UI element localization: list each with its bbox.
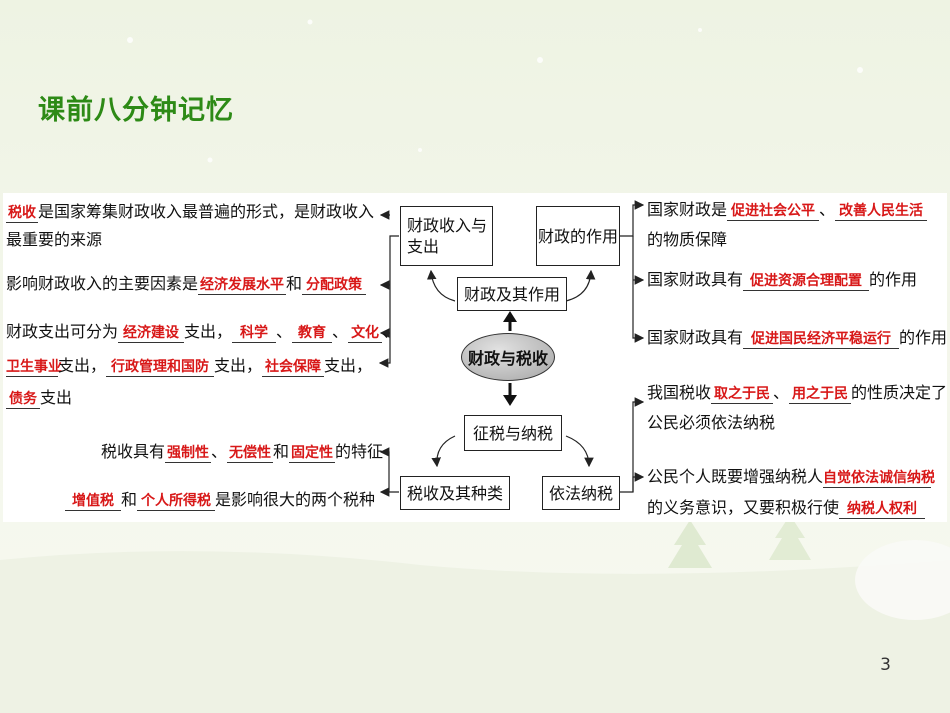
right-line-8: 的义务意识，又要积极行使纳税人权利 [647, 498, 926, 519]
slide-title: 课前八分钟记忆 [38, 95, 234, 126]
box-lawful-tax: 依法纳税 [542, 476, 620, 510]
blank-free: 无偿性 [227, 445, 274, 463]
left-line-6-text: 支出 [40, 388, 73, 407]
left-line-4: 财政支出可分为经济建设支出，科学、教育、文化、 [6, 322, 398, 343]
blank-from-people: 取之于民 [711, 385, 774, 404]
blank-resource-allocation: 促进资源合理配置 [743, 272, 870, 291]
left-line-5-t1: 支出， [58, 356, 107, 375]
right-line-4-text: 国家财政具有 [647, 328, 744, 347]
box-revenue-expenditure: 财政收入与支出 [400, 206, 493, 266]
left-line-8-t2: 是影响很大的两个税种 [215, 490, 376, 509]
right-line-6: 公民必须依法纳税 [647, 413, 776, 432]
blank-education: 教育 [292, 324, 333, 343]
left-line-2: 最重要的来源 [6, 230, 103, 249]
blank-stable-economy: 促进国民经济平稳运行 [743, 330, 900, 349]
box-finance-role: 财政的作用 [536, 206, 620, 266]
box-tax-collection: 征税与纳税 [464, 415, 562, 451]
right-line-7: 公民个人既要增强纳税人自觉依法诚信纳税 [647, 467, 936, 488]
blank-health: 卫生事业 [6, 359, 62, 377]
blank-honest-tax: 自觉依法诚信纳税 [823, 470, 936, 488]
blank-income-tax: 个人所得税 [137, 492, 216, 511]
blank-science: 科学 [232, 324, 277, 343]
right-line-4: 国家财政具有促进国民经济平稳运行的作用 [647, 328, 947, 349]
blank-admin-defense: 行政管理和国防 [106, 358, 215, 377]
left-line-5-t3: 支出， [324, 356, 373, 375]
right-line-5-post: 的性质决定了 [851, 383, 948, 402]
right-line-3-text: 国家财政具有 [647, 270, 744, 289]
left-line-4-t3: 、 [332, 322, 349, 341]
left-line-4-t1: 支出， [184, 322, 233, 341]
left-line-1-text: 是国家筹集财政收入最普遍的形式，是财政收入 [38, 202, 375, 221]
blank-debt: 债务 [6, 390, 40, 409]
left-line-3: 影响财政收入的主要因素是经济发展水平和分配政策 [6, 274, 367, 295]
right-line-5: 我国税收取之于民、用之于民的性质决定了 [647, 383, 947, 404]
right-line-4-post: 的作用 [899, 328, 948, 347]
blank-econ-construction: 经济建设 [118, 324, 185, 343]
blank-taxpayer-rights: 纳税人权利 [839, 500, 926, 519]
left-line-3-text: 影响财政收入的主要因素是 [6, 274, 199, 293]
connector-lines [378, 200, 645, 497]
blank-compulsory: 强制性 [165, 445, 212, 463]
blank-social-equity: 促进社会公平 [727, 202, 820, 221]
left-line-6: 债务支出 [6, 388, 72, 409]
right-line-1-mid: 、 [819, 200, 836, 219]
right-line-7-text: 公民个人既要增强纳税人 [647, 467, 824, 486]
right-line-8-text: 的义务意识，又要积极行使 [647, 498, 840, 517]
blank-social-security: 社会保障 [262, 358, 325, 377]
blank-tax: 税收 [6, 205, 38, 223]
left-line-7-t2: 和 [273, 442, 290, 461]
right-line-5-mid: 、 [773, 383, 790, 402]
mind-map-panel: 财政与税收 财政及其作用 财政收入与支出 财政的作用 征税与纳税 税收及其种类 … [3, 193, 947, 522]
left-line-8: 增值税和个人所得税是影响很大的两个税种 [65, 490, 375, 511]
right-line-3-post: 的作用 [869, 270, 918, 289]
left-line-1: 税收是国家筹集财政收入最普遍的形式，是财政收入 [6, 202, 374, 223]
left-line-7-t3: 的特征 [335, 442, 384, 461]
left-line-4-t2: 、 [276, 322, 293, 341]
box-tax-types: 税收及其种类 [400, 476, 510, 510]
blank-culture: 文化 [348, 324, 383, 343]
left-line-7: 税收具有强制性、无偿性和固定性的特征 [101, 442, 383, 463]
right-line-5-text: 我国税收 [647, 383, 712, 402]
right-line-2: 的物质保障 [647, 230, 728, 249]
left-line-7-t1: 、 [211, 442, 228, 461]
box-finance-and-function: 财政及其作用 [457, 277, 567, 311]
blank-fixed: 固定性 [289, 445, 336, 463]
left-line-7-text: 税收具有 [101, 442, 166, 461]
blank-econ-level: 经济发展水平 [198, 277, 287, 295]
left-line-3-and: 和 [286, 274, 303, 293]
right-line-1: 国家财政是促进社会公平、改善人民生活 [647, 200, 928, 221]
page-number: 3 [880, 655, 891, 675]
blank-improve-livelihood: 改善人民生活 [835, 202, 928, 221]
blank-vat: 增值税 [65, 492, 121, 511]
blank-distribution-policy: 分配政策 [302, 276, 367, 295]
blank-for-people: 用之于民 [789, 385, 852, 404]
left-line-8-t1: 和 [121, 490, 138, 509]
left-line-5: 卫生事业支出，行政管理和国防支出，社会保障支出， [6, 356, 372, 377]
right-line-3: 国家财政具有促进资源合理配置的作用 [647, 270, 917, 291]
left-line-4-text: 财政支出可分为 [6, 322, 119, 341]
left-line-4-t4: 、 [382, 322, 399, 341]
right-line-1-text: 国家财政是 [647, 200, 728, 219]
left-line-5-t2: 支出， [214, 356, 263, 375]
center-node: 财政与税收 [461, 333, 555, 381]
